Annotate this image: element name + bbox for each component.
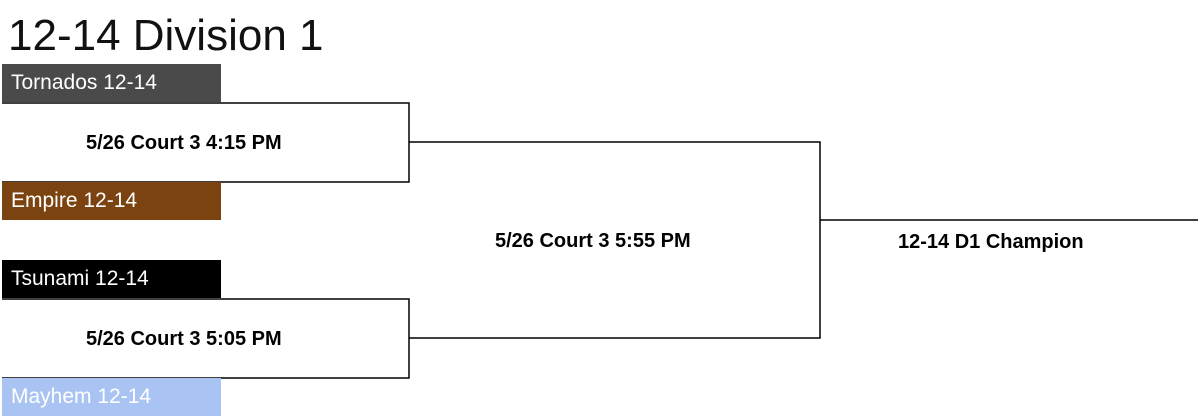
- team-slot-mayhem: Mayhem 12-14: [2, 378, 221, 416]
- champion-label: 12-14 D1 Champion: [898, 231, 1084, 253]
- team-slot-tsunami: Tsunami 12-14: [2, 260, 221, 298]
- semi-1-game-info: 5/26 Court 3 4:15 PM: [86, 132, 282, 154]
- semi-2-game-info: 5/26 Court 3 5:05 PM: [86, 328, 282, 350]
- team-slot-tornados: Tornados 12-14: [2, 64, 221, 102]
- team-slot-empire: Empire 12-14: [2, 182, 221, 220]
- final-bracket-line: [409, 141, 821, 339]
- final-game-info: 5/26 Court 3 5:55 PM: [495, 230, 691, 252]
- bracket-title: 12-14 Division 1: [8, 11, 324, 60]
